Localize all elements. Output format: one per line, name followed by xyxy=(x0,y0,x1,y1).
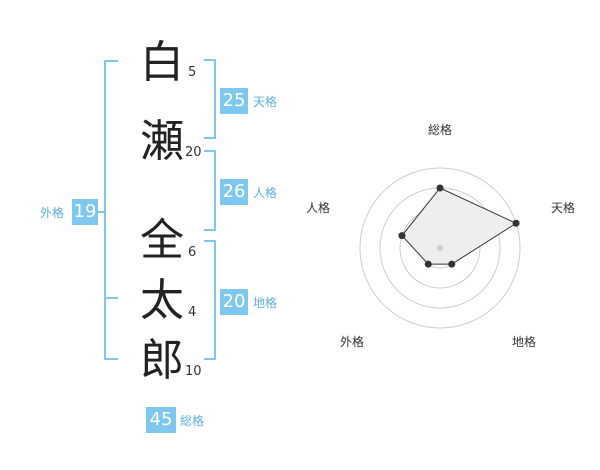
radar-label-soukaku: 総格 xyxy=(428,122,452,137)
gaikaku-bracket xyxy=(104,60,118,360)
radar-point-0 xyxy=(436,184,444,192)
jinkaku-bracket xyxy=(204,150,216,231)
tenkaku-bracket xyxy=(204,59,216,139)
surname-char-1: 白 xyxy=(140,37,184,88)
surname-char-1-strokes: 5 xyxy=(188,65,197,80)
gaikaku-bracket-connector xyxy=(96,211,106,213)
surname-char-2-strokes: 20 xyxy=(185,145,202,160)
given-char-3: 郎 xyxy=(140,335,184,386)
given-char-2-strokes: 4 xyxy=(188,305,197,320)
radar-ring xyxy=(359,167,521,329)
given-char-1-strokes: 6 xyxy=(188,245,197,260)
gaikaku-bracket-mid-tick xyxy=(104,297,118,299)
radar-label-gaikaku: 外格 xyxy=(340,334,364,349)
radar-label-jinkaku: 人格 xyxy=(306,200,330,215)
gaikaku-label: 外格 xyxy=(40,206,65,220)
chikaku-label: 地格 xyxy=(253,296,278,310)
radar-label-tenkaku: 天格 xyxy=(551,200,575,215)
radar-center-dot xyxy=(437,245,443,251)
given-char-1: 全 xyxy=(140,215,184,266)
tenkaku-value: 25 xyxy=(220,88,248,114)
soukaku-label: 総格 xyxy=(180,414,205,428)
surname-char-2: 瀬 xyxy=(140,116,184,167)
radar-label-chikaku: 地格 xyxy=(512,334,536,349)
radar-point-2 xyxy=(448,260,456,268)
given-char-2: 太 xyxy=(140,275,184,326)
radar-point-3 xyxy=(424,260,432,268)
chikaku-value: 20 xyxy=(220,289,248,315)
jinkaku-label: 人格 xyxy=(253,186,278,200)
jinkaku-value: 26 xyxy=(220,179,248,205)
radar-chart: 総格 天格 地格 外格 人格 xyxy=(306,122,575,349)
chikaku-bracket xyxy=(204,240,216,360)
tenkaku-label: 天格 xyxy=(253,95,278,109)
soukaku-value: 45 xyxy=(146,407,176,433)
given-char-3-strokes: 10 xyxy=(185,364,202,379)
radar-polygon xyxy=(401,187,518,265)
radar-point-1 xyxy=(512,219,520,227)
gaikaku-value: 19 xyxy=(72,199,98,225)
radar-point-4 xyxy=(398,232,406,240)
radar-dots xyxy=(398,184,520,268)
